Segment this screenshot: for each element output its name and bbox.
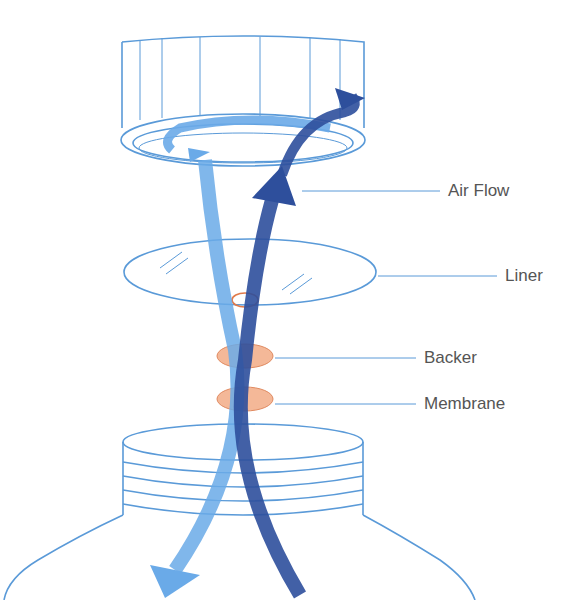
leader-line: [302, 191, 440, 192]
glint: [166, 258, 188, 274]
glint: [160, 252, 182, 268]
glint: [282, 274, 304, 290]
leader-line: [378, 276, 497, 277]
thread: [123, 490, 363, 501]
part-label: Backer: [422, 348, 479, 368]
glint: [290, 278, 312, 294]
part-label: Liner: [503, 266, 545, 286]
cap-ridges: [140, 37, 340, 120]
flow-in: [175, 160, 238, 570]
shoulder-left: [4, 515, 123, 600]
cap: [121, 36, 365, 166]
flow-out-head: [252, 166, 296, 206]
flow-out-head: [335, 88, 365, 110]
air-flow-arrows: [150, 88, 365, 598]
ridge: [200, 37, 201, 116]
ridge: [260, 37, 261, 116]
flow-in-head: [150, 565, 200, 598]
ridge: [162, 38, 163, 118]
ridge: [310, 38, 311, 118]
leader-lines: [275, 191, 497, 404]
part-label: Air Flow: [446, 181, 511, 201]
thread: [123, 504, 363, 515]
leader-line: [275, 358, 416, 359]
ridge: [140, 40, 141, 120]
part-label: Membrane: [422, 394, 507, 414]
leader-line: [275, 404, 416, 405]
shoulder-right: [363, 515, 475, 600]
flow-out: [241, 200, 300, 595]
